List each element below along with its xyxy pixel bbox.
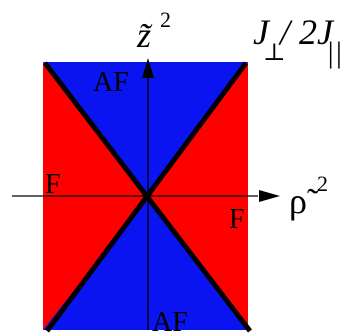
- y-axis-label: z̃: [136, 15, 153, 55]
- af-region-top: [43, 62, 248, 196]
- region-label-f-left: F: [45, 169, 61, 200]
- ratio-label-parallel: ||: [326, 36, 343, 69]
- ratio-label-perp: ⊥: [263, 40, 286, 66]
- y-axis-arrowhead: [142, 58, 154, 78]
- region-label-af-bottom: AF: [152, 307, 188, 335]
- y-axis-exponent: 2: [160, 7, 171, 32]
- x-axis-arrowhead: [259, 190, 280, 202]
- region-label-f-right: F: [229, 204, 245, 235]
- region-label-af-top: AF: [93, 67, 129, 98]
- x-axis-label: ρ̃: [289, 181, 319, 221]
- af-region-bottom: [43, 196, 248, 330]
- ratio-label-denominator: / 2J: [278, 12, 335, 52]
- x-axis-exponent: 2: [317, 171, 328, 196]
- phase-boundary-line: [44, 61, 249, 333]
- ratio-label-j: J: [253, 12, 271, 52]
